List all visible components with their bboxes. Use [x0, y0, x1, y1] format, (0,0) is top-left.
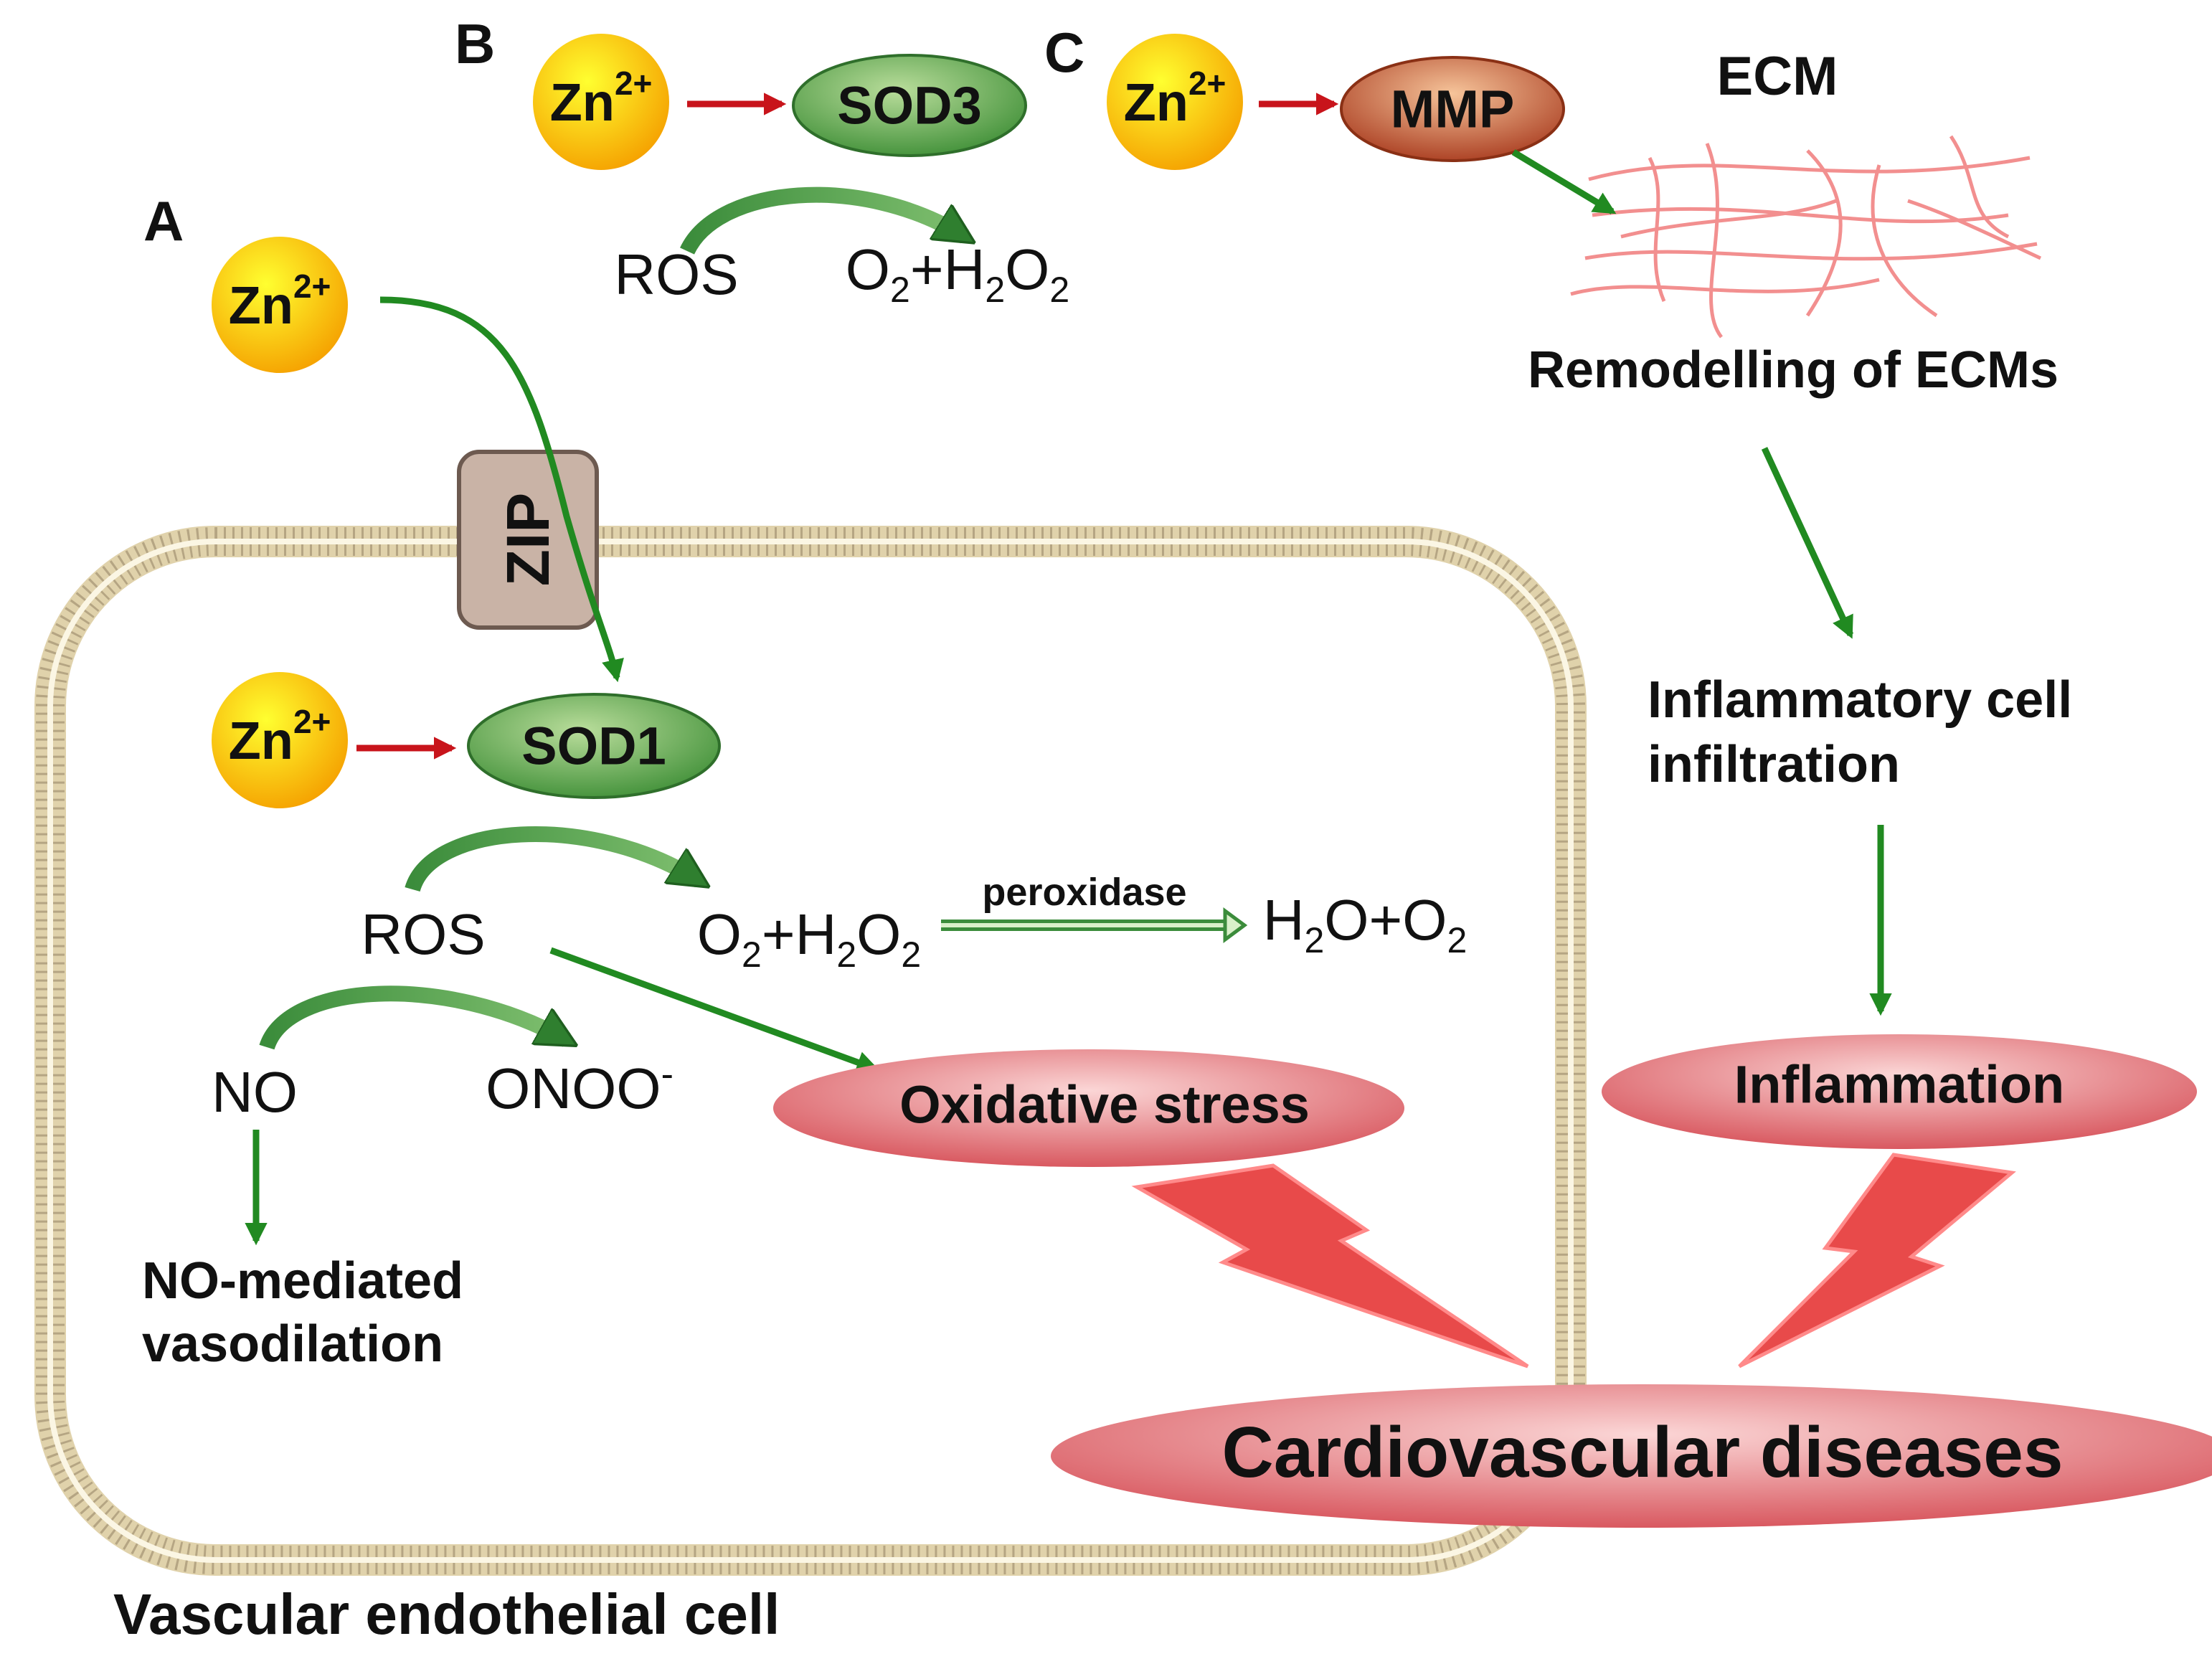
zinc-uptake-arrow: [379, 296, 624, 683]
ros-label-sod1: ROS: [361, 902, 485, 966]
dismutation-product-sod1: O2+H2O2: [697, 902, 921, 975]
ecm-fibers: [1570, 135, 2042, 339]
zip-label: ZIP: [494, 493, 562, 587]
lightning-bolt-inflammation: [1738, 1153, 2016, 1368]
mmp-enzyme: MMP: [1340, 56, 1565, 162]
nitric-oxide-curve: [259, 985, 567, 1050]
panel-label-b: B: [455, 12, 495, 75]
peroxidase-arrow: [941, 907, 1248, 943]
dismutation-curve-sod3: [680, 186, 965, 255]
zinc-ion-label: Zn2+: [229, 268, 331, 335]
sod1-label: SOD1: [521, 717, 666, 776]
panel-label-c: C: [1044, 21, 1084, 84]
zinc-ion-label: Zn2+: [1124, 65, 1226, 132]
zinc-ion-extracellular: Zn2+: [212, 237, 348, 373]
infiltration-label: Inflammatory cell infiltration: [1648, 671, 2086, 793]
sod3-enzyme: SOD3: [792, 54, 1027, 157]
mmp-label: MMP: [1391, 80, 1515, 139]
zinc-ion-panel-c: Zn2+: [1107, 34, 1243, 170]
remodelling-label: Remodelling of ECMs: [1528, 341, 2059, 399]
zinc-ion-label: Zn2+: [229, 703, 331, 770]
dismutation-product-sod3: O2+H2O2: [846, 237, 1069, 310]
oxidative-stress-label: Oxidative stress: [899, 1075, 1310, 1135]
peroxidase-product: H2O+O2: [1263, 888, 1467, 960]
ecm-label: ECM: [1717, 46, 1838, 107]
zinc-ion-panel-b: Zn2+: [533, 34, 669, 170]
zinc-ion-intracellular: Zn2+: [212, 672, 348, 808]
inflammation-node: Inflammation: [1602, 1034, 2197, 1149]
ros-label-sod3: ROS: [614, 242, 738, 306]
cardiovascular-diseases-node: Cardiovascular diseases: [1051, 1384, 2212, 1528]
zinc-ion-label: Zn2+: [550, 65, 653, 132]
remodelling-to-infiltration-arrow: [1761, 447, 1854, 639]
ros-to-oxidative-stress-arrow: [549, 947, 879, 1074]
no-label: NO: [212, 1060, 298, 1124]
dismutation-curve-sod1: [405, 826, 699, 892]
oxidative-stress-node: Oxidative stress: [773, 1049, 1404, 1167]
vasodilation-label: NO-mediated vasodilation: [142, 1252, 478, 1373]
lightning-bolt-oxidative: [1131, 1163, 1529, 1368]
peroxynitrite-label: ONOO-: [486, 1054, 673, 1120]
inflammation-label: Inflammation: [1734, 1055, 2064, 1115]
peroxidase-label: peroxidase: [982, 871, 1186, 914]
mmp-to-ecm-arrow: [1511, 149, 1617, 214]
cardiovascular-diseases-label: Cardiovascular diseases: [1222, 1412, 2064, 1493]
cell-label: Vascular endothelial cell: [113, 1582, 780, 1646]
sod1-enzyme: SOD1: [467, 693, 721, 799]
sod3-label: SOD3: [837, 76, 982, 136]
cell-membrane: [34, 526, 1587, 1576]
panel-label-a: A: [143, 189, 184, 252]
